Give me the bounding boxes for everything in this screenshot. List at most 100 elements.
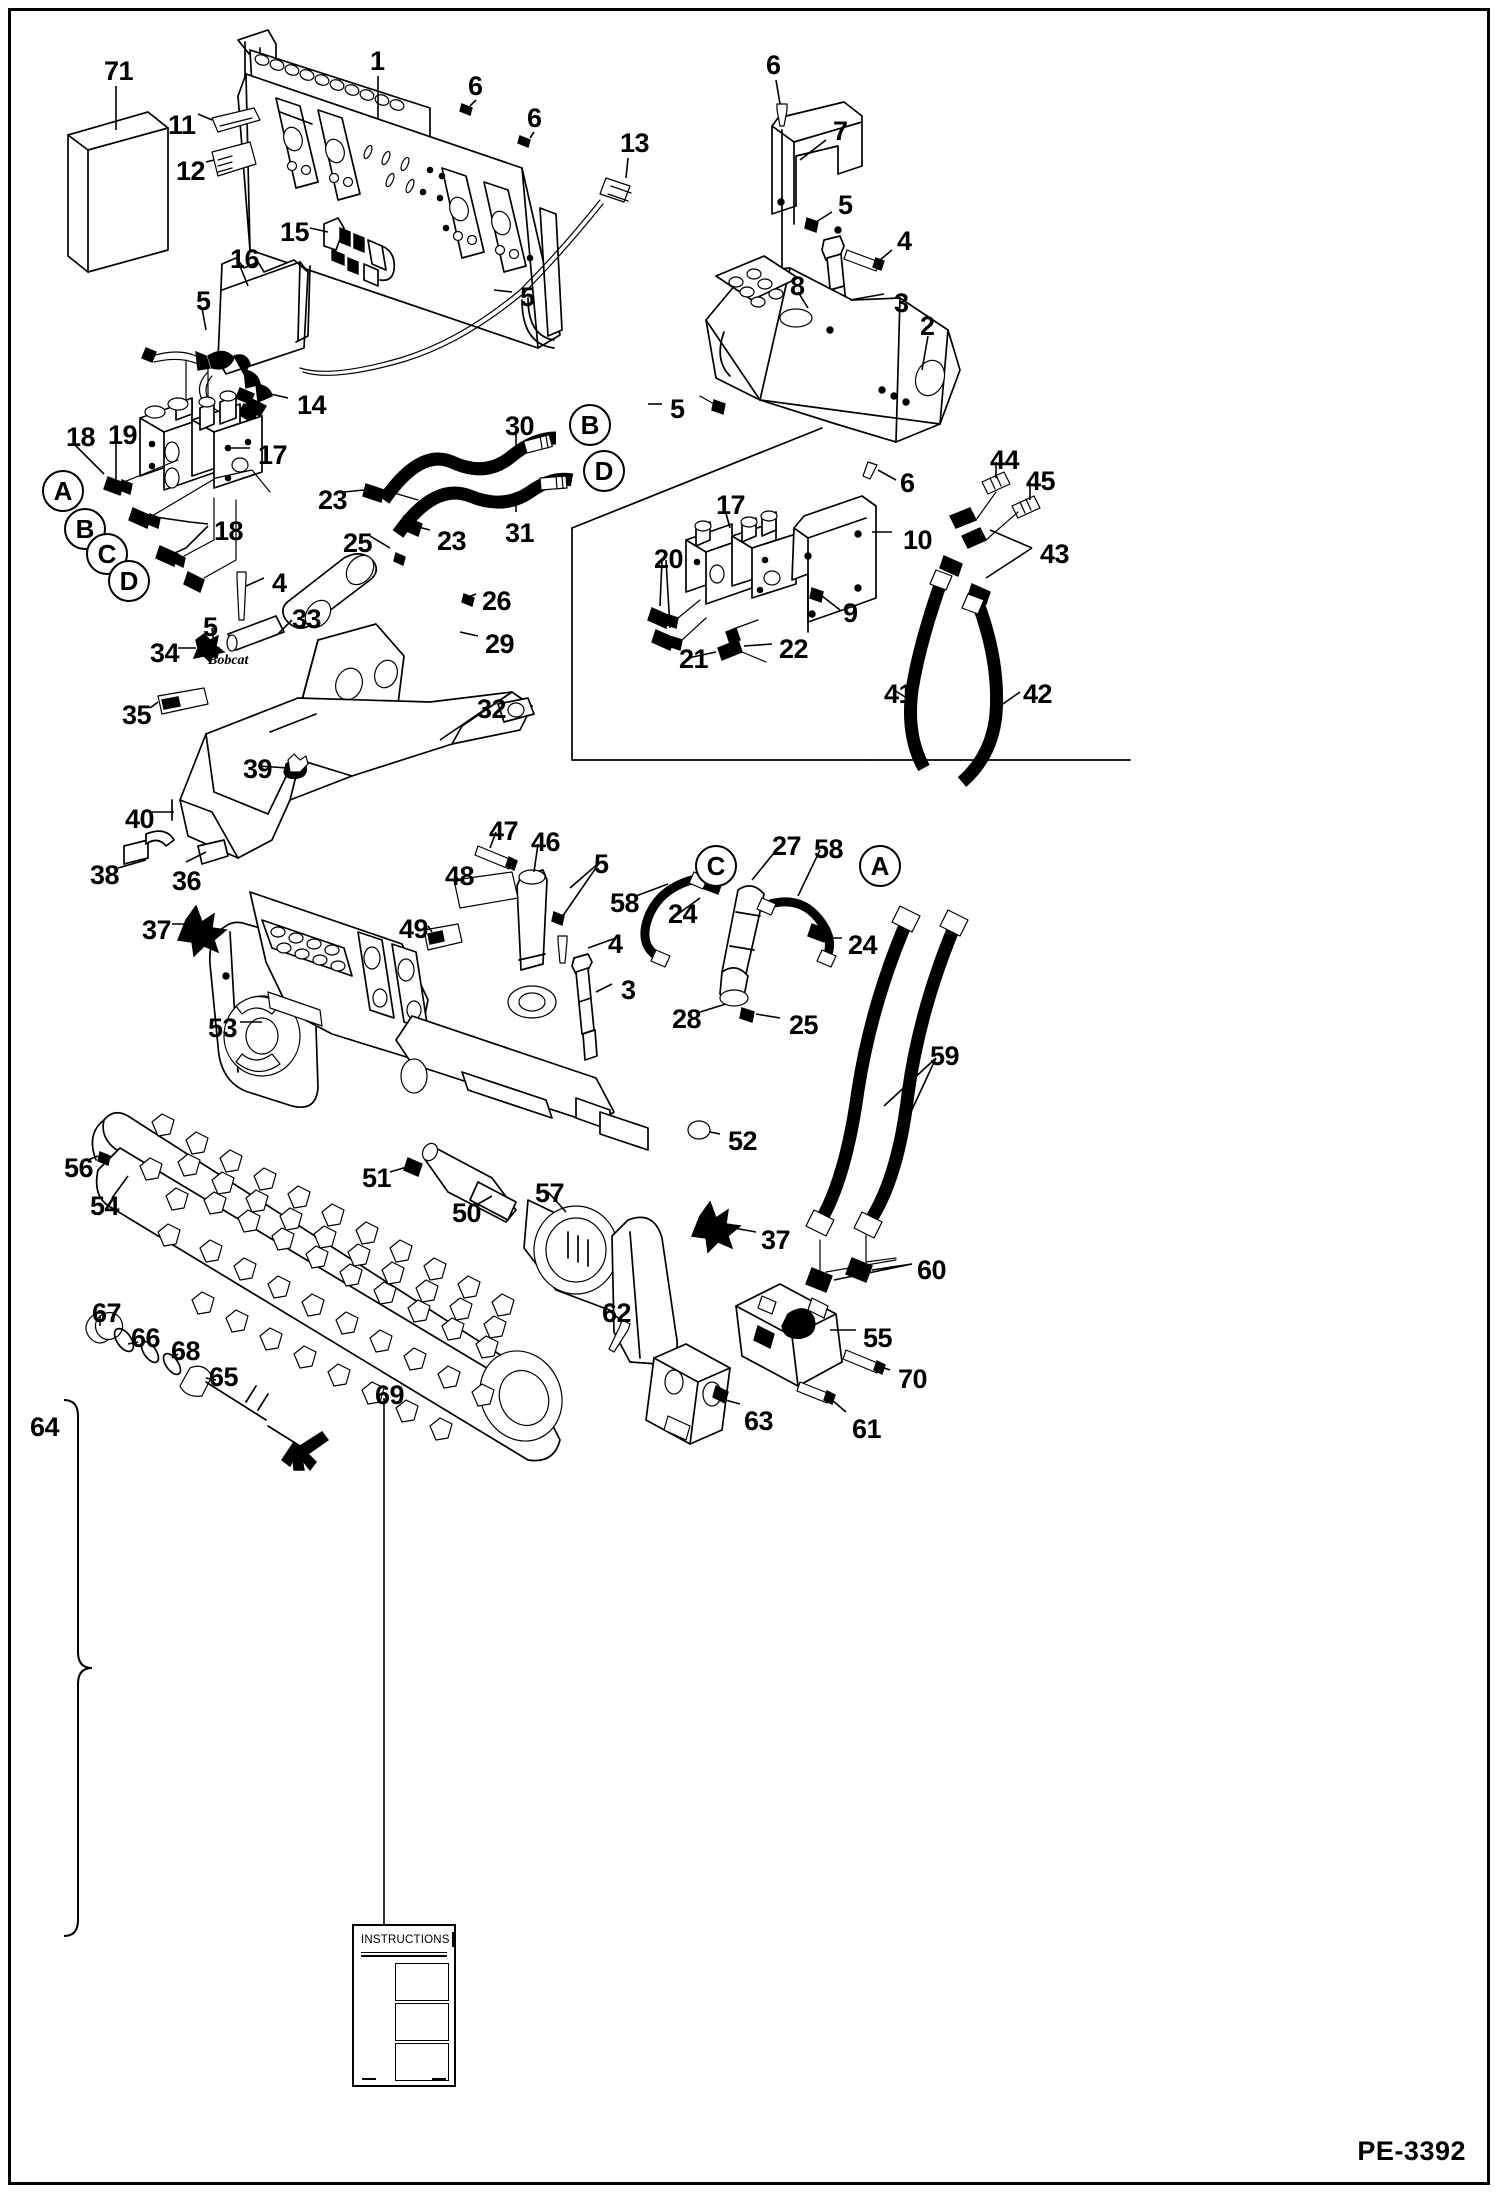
part-valve-block-17-right [686, 511, 796, 604]
part-group-64 [86, 1312, 328, 1470]
callout-number-33: 33 [292, 604, 322, 634]
callout-number-63: 63 [744, 1406, 774, 1436]
part-lower-arm-53 [210, 892, 648, 1150]
part-decal-12 [212, 142, 256, 176]
part-fittings-43-44-45 [940, 472, 1040, 604]
part-nut-5-mount [700, 396, 725, 414]
callout-number-51: 51 [362, 1163, 392, 1193]
part-bolt-56 [98, 1152, 110, 1165]
part-shaft-50-51 [404, 1141, 516, 1222]
callout-number-5: 5 [203, 612, 218, 642]
part-plug-52 [688, 1121, 710, 1139]
callout-number-40: 40 [125, 804, 155, 834]
reference-circle-c: C [695, 845, 737, 887]
part-cover-16 [218, 258, 310, 374]
callout-number-16: 16 [230, 244, 260, 274]
callout-number-5: 5 [838, 190, 853, 220]
part-decal-49 [424, 924, 462, 950]
part-mount-frame-1 [238, 30, 562, 348]
part-hose-42 [962, 594, 997, 782]
callout-number-70: 70 [898, 1364, 928, 1394]
callout-number-7: 7 [833, 116, 848, 146]
callout-number-55: 55 [863, 1323, 893, 1353]
callout-number-30: 30 [505, 411, 535, 441]
plate-number: PE-3392 [1357, 2136, 1466, 2166]
callout-number-48: 48 [445, 861, 475, 891]
part-pad-36 [198, 840, 228, 864]
part-spacer-33 [227, 616, 284, 651]
callout-number-10: 10 [903, 525, 933, 555]
callout-number-49: 49 [399, 914, 429, 944]
part-arm-frame-32 [180, 624, 534, 858]
callout-number-59: 59 [930, 1041, 960, 1071]
part-nut-5-right [805, 218, 818, 232]
callout-number-4: 4 [272, 568, 287, 598]
part-decal-35 [158, 688, 208, 714]
callout-number-5: 5 [594, 849, 609, 879]
reference-circle-d: D [108, 560, 150, 602]
callout-number-35: 35 [122, 700, 152, 730]
callout-number-23: 23 [318, 485, 348, 515]
callout-number-36: 36 [172, 866, 202, 896]
instructions-panel [395, 2002, 449, 2041]
part-carton-71 [68, 112, 168, 272]
callout-number-5: 5 [196, 286, 211, 316]
instructions-footer [362, 2078, 446, 2080]
inset-box-hydraulics [572, 428, 1130, 760]
reference-circle-b: B [569, 404, 611, 446]
callout-number-21: 21 [679, 644, 709, 674]
callout-number-58: 58 [610, 888, 640, 918]
callout-number-71: 71 [104, 56, 134, 86]
callout-number-60: 60 [917, 1255, 947, 1285]
part-cylinder-27 [720, 886, 764, 1022]
callout-number-5: 5 [670, 394, 685, 424]
callout-number-25: 25 [343, 528, 373, 558]
instructions-rule-2 [361, 1955, 447, 1957]
callout-number-68: 68 [171, 1336, 201, 1366]
part-fitting-23a [363, 484, 418, 502]
callout-number-67: 67 [92, 1298, 122, 1328]
callout-number-57: 57 [535, 1178, 565, 1208]
callout-number-38: 38 [90, 860, 120, 890]
callout-number-52: 52 [728, 1126, 758, 1156]
callout-number-64: 64 [30, 1412, 60, 1442]
callout-number-6: 6 [766, 50, 781, 80]
part-bracket-63 [646, 1344, 730, 1444]
callout-number-61: 61 [852, 1414, 882, 1444]
part-decal-48 [454, 872, 518, 908]
callout-number-8: 8 [790, 271, 805, 301]
part-cylinder-46 [517, 870, 547, 970]
reference-circle-a: A [859, 845, 901, 887]
callout-number-26: 26 [482, 586, 512, 616]
part-hose-59b [854, 910, 968, 1238]
reference-circle-a: A [42, 470, 84, 512]
callout-number-66: 66 [131, 1323, 161, 1353]
callout-number-19: 19 [108, 420, 138, 450]
callout-number-65: 65 [209, 1362, 239, 1392]
callout-number-12: 12 [176, 156, 206, 186]
instructions-rule-1 [361, 1952, 447, 1954]
callout-number-15: 15 [280, 217, 310, 247]
part-bolt-6a [460, 104, 472, 115]
callout-number-56: 56 [64, 1153, 94, 1183]
part-strut-3-lower [508, 912, 597, 1060]
callout-number-47: 47 [489, 816, 519, 846]
part-decal-11 [212, 108, 260, 132]
callout-number-23: 23 [437, 526, 467, 556]
part-hose-41 [911, 570, 953, 768]
part-tee-21-22 [718, 620, 766, 662]
part-bracket-7 [772, 102, 862, 233]
callout-number-58: 58 [814, 834, 844, 864]
callout-number-29: 29 [485, 629, 515, 659]
part-pin-47 [475, 846, 517, 870]
callout-number-4: 4 [608, 929, 623, 959]
callout-number-22: 22 [779, 634, 809, 664]
callout-number-6: 6 [527, 103, 542, 133]
callout-number-5: 5 [520, 282, 535, 312]
callout-number-14: 14 [297, 390, 327, 420]
callout-number-41: 41 [884, 679, 914, 709]
callout-number-6: 6 [468, 71, 483, 101]
diagram-border [8, 8, 1490, 2185]
